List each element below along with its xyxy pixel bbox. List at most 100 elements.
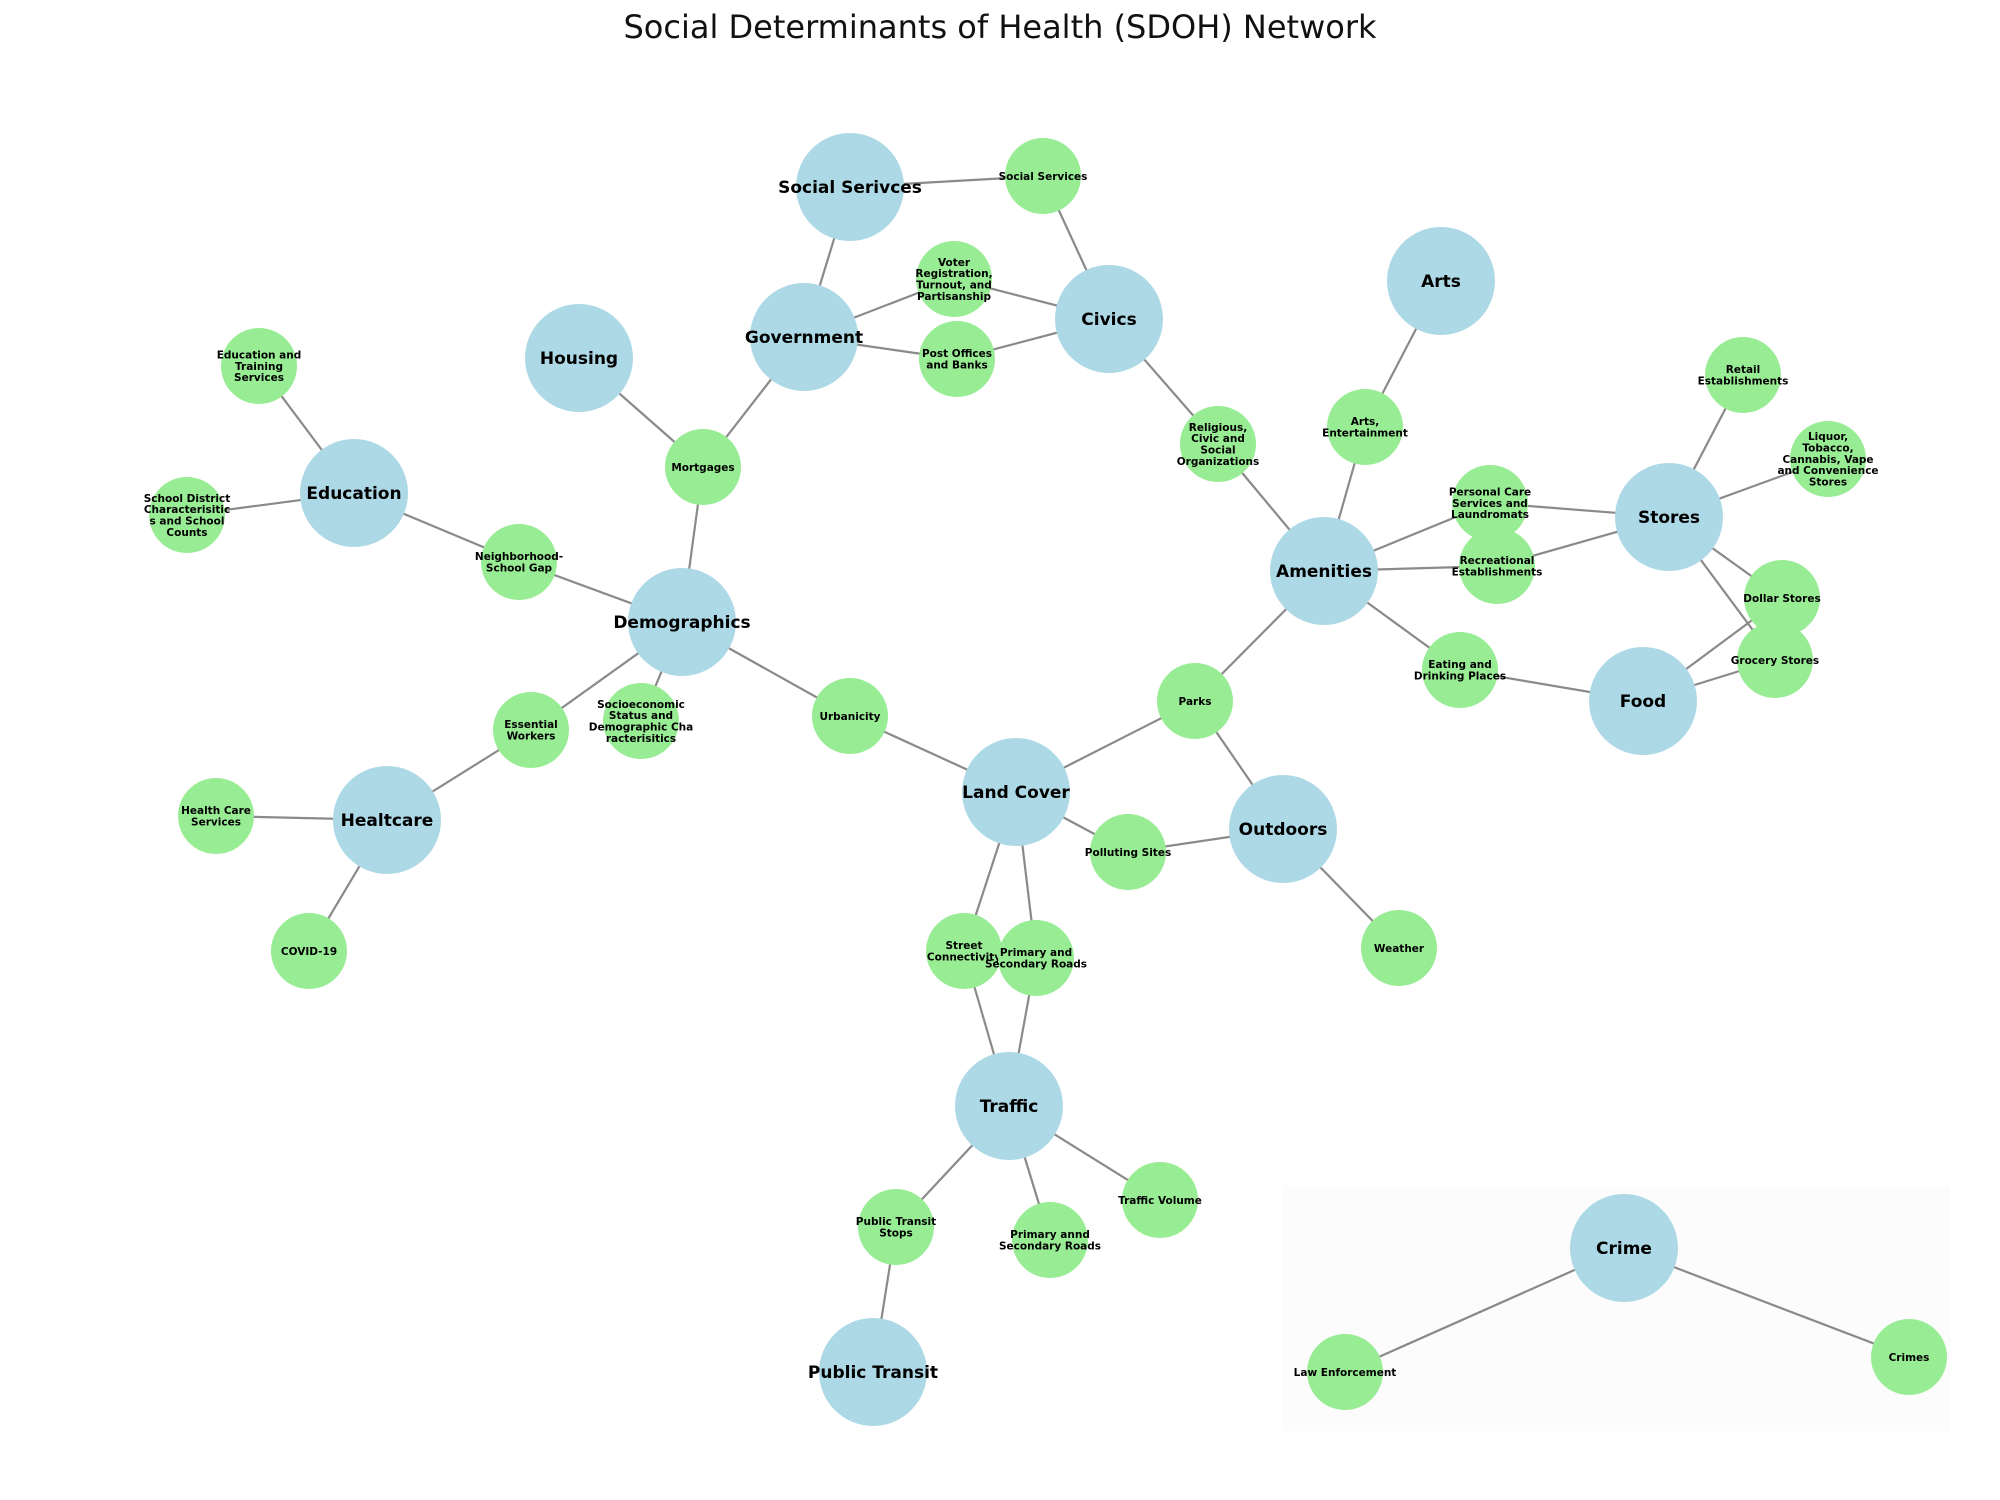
subfactor-node-dollar-stores: Dollar Stores [1743, 560, 1821, 636]
node-circle [1327, 389, 1403, 465]
node-label: Traffic [980, 1097, 1039, 1117]
subfactor-node-covid-19: COVID-19 [271, 913, 347, 989]
node-circle [1459, 528, 1535, 604]
node-circle [271, 913, 347, 989]
node-label: Neighborhood-School Gap [475, 551, 563, 574]
node-circle [1570, 1194, 1678, 1302]
category-node-housing: Housing [525, 304, 633, 412]
subfactor-node-traffic-volume: Traffic Volume [1118, 1162, 1202, 1238]
category-node-stores: Stores [1615, 463, 1723, 571]
subfactor-node-urbanicity: Urbanicity [812, 678, 888, 754]
category-node-government: Government [745, 283, 863, 391]
node-circle [812, 678, 888, 754]
node-label: Government [745, 328, 863, 348]
node-circle [1615, 463, 1723, 571]
node-circle [919, 321, 995, 397]
node-label: Food [1620, 692, 1666, 712]
node-circle [1005, 138, 1081, 214]
category-node-traffic: Traffic [955, 1052, 1063, 1160]
node-circle [1422, 632, 1498, 708]
node-label: Education [306, 484, 401, 504]
node-circle [1090, 814, 1166, 890]
node-circle [1157, 663, 1233, 739]
subfactor-node-mortgages: Mortgages [665, 429, 741, 505]
node-label: Social Services [999, 171, 1088, 183]
node-label: Crimes [1889, 1352, 1930, 1364]
node-label: Arts,Entertainment [1322, 416, 1408, 439]
node-circle [149, 477, 225, 553]
node-label: Public Transit [808, 1363, 938, 1383]
node-label: Social Serivces [778, 178, 922, 198]
node-circle [493, 692, 569, 768]
node-circle [525, 304, 633, 412]
subfactor-node-crimes: Crimes [1871, 1319, 1947, 1395]
category-node-healtcare: Healtcare [333, 766, 441, 874]
node-circle [1387, 227, 1495, 335]
node-circle [926, 913, 1002, 989]
category-node-demographics: Demographics [613, 568, 751, 676]
node-circle [1055, 265, 1163, 373]
node-label: Crime [1596, 1239, 1652, 1259]
node-circle [1270, 517, 1378, 625]
node-circle [481, 524, 557, 600]
node-label: Civics [1081, 310, 1136, 330]
subfactor-node-grocery-stores: Grocery Stores [1731, 622, 1819, 698]
node-label: Polluting Sites [1085, 847, 1171, 859]
node-circle [1589, 647, 1697, 755]
node-label: Stores [1638, 508, 1700, 528]
node-label: Dollar Stores [1743, 593, 1820, 605]
category-node-civics: Civics [1055, 265, 1163, 373]
node-circle [796, 133, 904, 241]
node-circle [750, 283, 858, 391]
node-circle [1012, 1202, 1088, 1278]
node-circle [998, 920, 1074, 996]
node-circle [333, 766, 441, 874]
node-circle [1871, 1319, 1947, 1395]
node-label: Urbanicity [819, 711, 880, 723]
category-node-food: Food [1589, 647, 1697, 755]
node-circle [916, 241, 992, 317]
category-node-amenities: Amenities [1270, 517, 1378, 625]
node-circle [300, 439, 408, 547]
node-circle [1307, 1334, 1383, 1410]
category-node-crime: Crime [1570, 1194, 1678, 1302]
node-circle [1737, 622, 1813, 698]
node-circle [1452, 465, 1528, 541]
node-label: Law Enforcement [1294, 1367, 1397, 1379]
node-circle [1705, 337, 1781, 413]
category-node-land-cover: Land Cover [962, 738, 1070, 846]
node-label: Housing [540, 349, 618, 369]
subfactor-node-parks: Parks [1157, 663, 1233, 739]
node-label: Arts [1421, 272, 1461, 292]
subfactor-node-polluting-sites: Polluting Sites [1085, 814, 1171, 890]
subfactor-node-weather: Weather [1361, 910, 1437, 986]
node-circle [1122, 1162, 1198, 1238]
node-label: Grocery Stores [1731, 655, 1819, 667]
subfactor-node-social-services: Social Services [999, 138, 1088, 214]
